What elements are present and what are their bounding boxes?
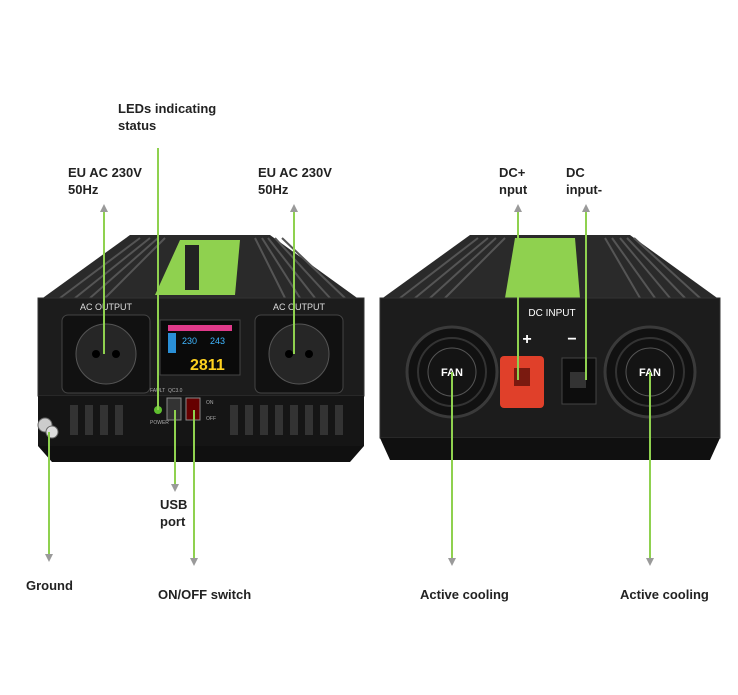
ac-output-left-text: AC OUTPUT	[80, 302, 133, 312]
cooling-right-line	[649, 372, 651, 558]
inverter-front-unit	[37, 235, 365, 462]
eu-right-arrow	[290, 204, 298, 212]
leds-label: LEDs indicating status	[118, 101, 217, 133]
onoff-label: ON/OFF switch	[158, 587, 252, 602]
display-ac-in: 230	[182, 336, 197, 346]
leds-callout-line	[157, 148, 159, 410]
dc-plus-label: DC+ nput	[499, 165, 528, 197]
usb-arrow	[171, 484, 179, 492]
ground-arrow	[45, 554, 53, 562]
usb-label: USB port	[160, 497, 188, 529]
dc-minus-sign: −	[567, 331, 576, 348]
ground-label: Ground	[26, 578, 73, 593]
dc-plus-sign: +	[522, 331, 531, 348]
ground-line	[48, 432, 50, 554]
power-text: POWER	[150, 420, 169, 426]
off-text: OFF	[206, 416, 216, 422]
display-big: 2811	[190, 357, 225, 374]
dc-minus-line	[585, 212, 587, 380]
onoff-line	[193, 410, 195, 558]
eu-right-line	[293, 212, 295, 354]
onoff-arrow	[190, 558, 198, 566]
cooling-left-label: Active cooling	[420, 587, 509, 602]
eu-left-line	[103, 212, 105, 354]
usb-line	[174, 410, 176, 484]
eu-right-label: EU AC 230V 50Hz	[258, 165, 332, 197]
dc-plus-line	[517, 212, 519, 380]
cooling-right-label: Active cooling	[620, 587, 709, 602]
ac-output-right-text: AC OUTPUT	[273, 302, 326, 312]
dc-minus-arrow	[582, 204, 590, 212]
eu-left-arrow	[100, 204, 108, 212]
dc-plus-arrow	[514, 204, 522, 212]
dc-minus-label: DC input-	[566, 165, 603, 197]
eu-left-label: EU AC 230V 50Hz	[68, 165, 142, 197]
inverter-rear-unit	[379, 235, 721, 460]
qc-text: QC3.0	[168, 388, 183, 394]
display-ac-out: 243	[210, 336, 225, 346]
dc-input-text: DC INPUT	[528, 308, 575, 319]
on-text: ON	[206, 400, 214, 406]
cooling-left-arrow	[448, 558, 456, 566]
cooling-left-line	[451, 372, 453, 558]
cooling-right-arrow	[646, 558, 654, 566]
